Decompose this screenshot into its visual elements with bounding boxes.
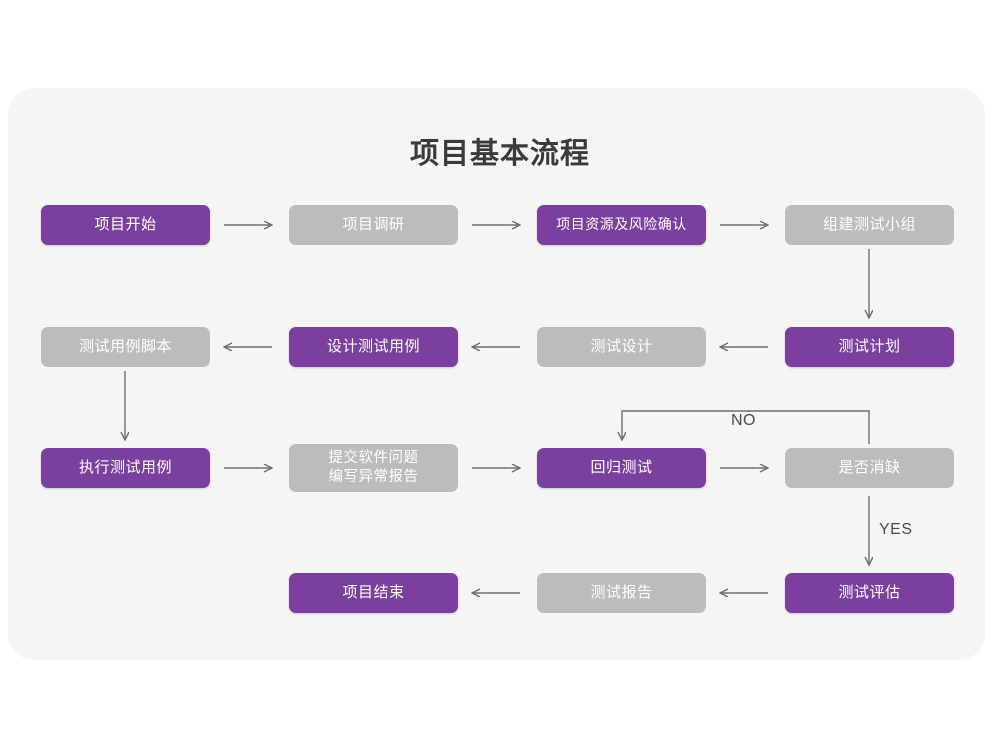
node-build-test-team[interactable]: 组建测试小组 xyxy=(785,205,954,245)
node-test-report[interactable]: 测试报告 xyxy=(537,573,706,613)
node-project-end[interactable]: 项目结束 xyxy=(289,573,458,613)
node-testcase-script[interactable]: 测试用例脚本 xyxy=(41,327,210,367)
edge-label-yes: YES xyxy=(879,521,913,538)
node-resource-risk-confirm[interactable]: 项目资源及风险确认 xyxy=(537,205,706,245)
node-defect-cleared[interactable]: 是否消缺 xyxy=(785,448,954,488)
node-design-testcase[interactable]: 设计测试用例 xyxy=(289,327,458,367)
node-project-research[interactable]: 项目调研 xyxy=(289,205,458,245)
page-title: 项目基本流程 xyxy=(409,138,590,170)
node-test-design[interactable]: 测试设计 xyxy=(537,327,706,367)
edge-label-no: NO xyxy=(731,412,756,429)
node-submit-issue-report[interactable]: 提交软件问题 编写异常报告 xyxy=(289,444,458,492)
node-test-evaluation[interactable]: 测试评估 xyxy=(785,573,954,613)
node-execute-testcase[interactable]: 执行测试用例 xyxy=(41,448,210,488)
node-project-start[interactable]: 项目开始 xyxy=(41,205,210,245)
node-test-plan[interactable]: 测试计划 xyxy=(785,327,954,367)
flowchart-card xyxy=(8,88,985,660)
node-regression-test[interactable]: 回归测试 xyxy=(537,448,706,488)
